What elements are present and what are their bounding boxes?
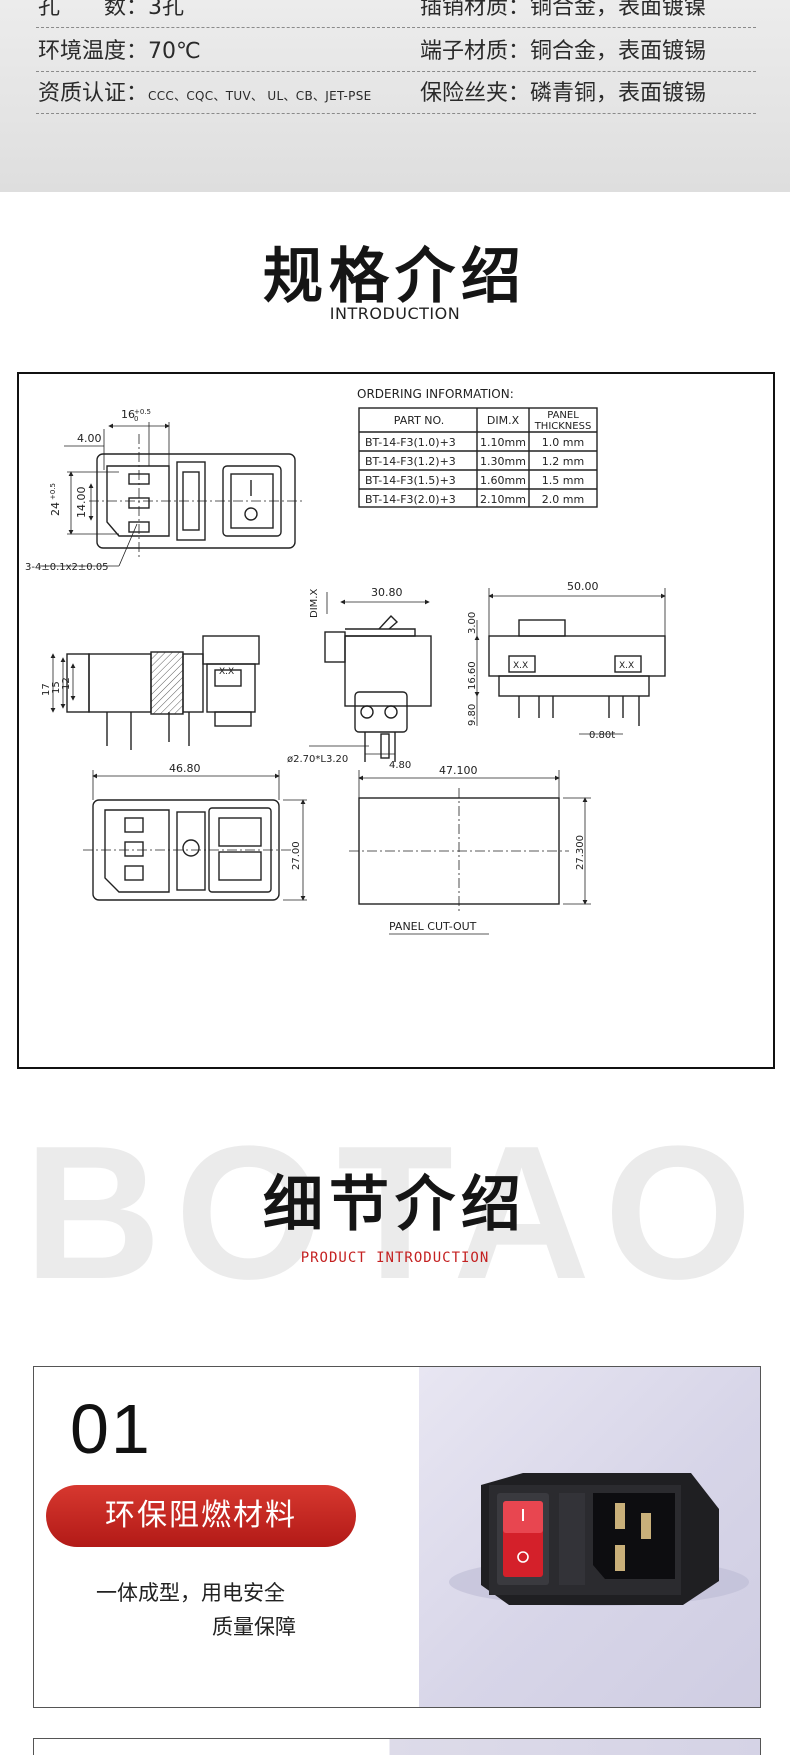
spec-row-certification: 资质认证：CCC、CQC、TUV、 UL、CB、JET-PSE 保险丝夹：磷青铜… [36,72,756,114]
side-section-view [50,635,260,750]
feature-desc-line1: 一体成型，用电安全 [96,1581,285,1605]
feature-desc-line2: 质量保障 [212,1615,296,1639]
table-cell: 2.0 mm [542,493,584,506]
dim-980: 9.80 [467,704,478,726]
side-view [309,592,432,762]
front-view [39,422,304,567]
technical-drawing: ORDERING INFORMATION: PART NO. DIM.X PAN… [17,372,775,1069]
spec-certification-text: 资质认证：CCC、CQC、TUV、 UL、CB、JET-PSE [38,81,372,106]
xx-label: X.X [619,661,634,671]
table-cell: 1.30mm [480,455,526,468]
rear-view [83,770,307,901]
rear-side-view [474,588,666,735]
dim-3080: 30.80 [371,586,403,599]
xx-label: X.X [513,661,528,671]
dim-47100: 47.100 [439,764,478,777]
table-header-panel: PANEL [547,410,579,421]
dim-dimx: DIM.X [309,589,320,618]
dim-16-tol: +0.5 [134,408,151,416]
spec-band: 孔 数：3孔 插销材质：铜合金，表面镀镍 环境温度：70℃ 端子材质：铜合金，表… [0,0,790,192]
panel-cutout-view [349,770,591,935]
spec-terminal-material-text: 端子材质：铜合金，表面镀锡 [420,39,707,64]
table-cell: BT-14-F3(2.0)+3 [365,493,456,506]
feature-card-02-peek [33,1738,761,1755]
dim-16-tol2: 0 [134,415,138,423]
dim-27: 27.00 [291,841,302,870]
table-header-part-no: PART NO. [394,414,444,427]
dim-480: 4.80 [389,760,411,771]
dim-080: 0.80t [589,730,615,741]
table-cell: 1.10mm [480,436,526,449]
dim-24: 24 [49,502,62,516]
dim-pin: 3-4±0.1x2±0.05 [25,562,109,573]
ordering-table-grid [358,407,598,508]
spec-row-holes: 孔 数：3孔 插销材质：铜合金，表面镀镍 [36,0,756,28]
xx-label: X.X [219,667,234,677]
power-inlet-image [449,1473,749,1606]
ordering-info-title: ORDERING INFORMATION: [357,387,514,401]
spec-holes-text: 孔 数：3孔 [38,0,185,20]
dim-27300: 27.300 [575,835,586,870]
table-cell: BT-14-F3(1.5)+3 [365,474,456,487]
spec-temperature-text: 环境温度：70℃ [38,39,201,64]
table-cell: 1.0 mm [542,436,584,449]
dim-17: 17 [41,683,52,696]
feature-pill-label: 环保阻燃材料 [46,1485,356,1547]
dim-24-tol: +0.5 [49,483,57,500]
panel-cutout-label: PANEL CUT-OUT [389,920,477,933]
dim-4: 4.00 [77,432,102,445]
section-title-detail: 细节介绍 [263,1170,527,1240]
dim-1660: 16.60 [467,661,478,690]
table-cell: 1.5 mm [542,474,584,487]
product-photo [419,1367,760,1707]
table-cell: 1.2 mm [542,455,584,468]
section-subtitle-spec: INTRODUCTION [329,304,461,323]
dim-15: 15 [51,681,62,694]
table-cell: BT-14-F3(1.0)+3 [365,436,456,449]
drawing-canvas: ORDERING INFORMATION: PART NO. DIM.X PAN… [25,387,666,935]
table-cell: 2.10mm [480,493,526,506]
table-header-thickness: THICKNESS [534,421,592,432]
dim-12: 12 [61,677,72,690]
dim-16: 16 [121,408,135,421]
spec-pin-material-text: 插销材质：铜合金，表面镀镍 [420,0,707,20]
table-cell: 1.60mm [480,474,526,487]
dim-pin-dia: ø2.70*L3.20 [287,754,348,765]
spec-row-temperature: 环境温度：70℃ 端子材质：铜合金，表面镀锡 [36,30,756,72]
spec-fuse-clip-text: 保险丝夹：磷青铜，表面镀锡 [420,81,707,106]
section-title-spec: 规格介绍 [263,242,527,312]
table-cell: BT-14-F3(1.2)+3 [365,455,456,468]
dim-4680: 46.80 [169,762,201,775]
dim-50: 50.00 [567,580,599,593]
brand-watermark: BOTAO [24,1107,766,1319]
feature-number: 01 [70,1390,152,1468]
feature-card-01: 01 环保阻燃材料 一体成型，用电安全 质量保障 [33,1366,761,1708]
dim-3: 3.00 [467,612,478,634]
section-subtitle-detail: PRODUCT INTRODUCTION [300,1250,490,1266]
table-header-dimx: DIM.X [487,414,520,427]
dim-14: 14.00 [75,487,88,519]
